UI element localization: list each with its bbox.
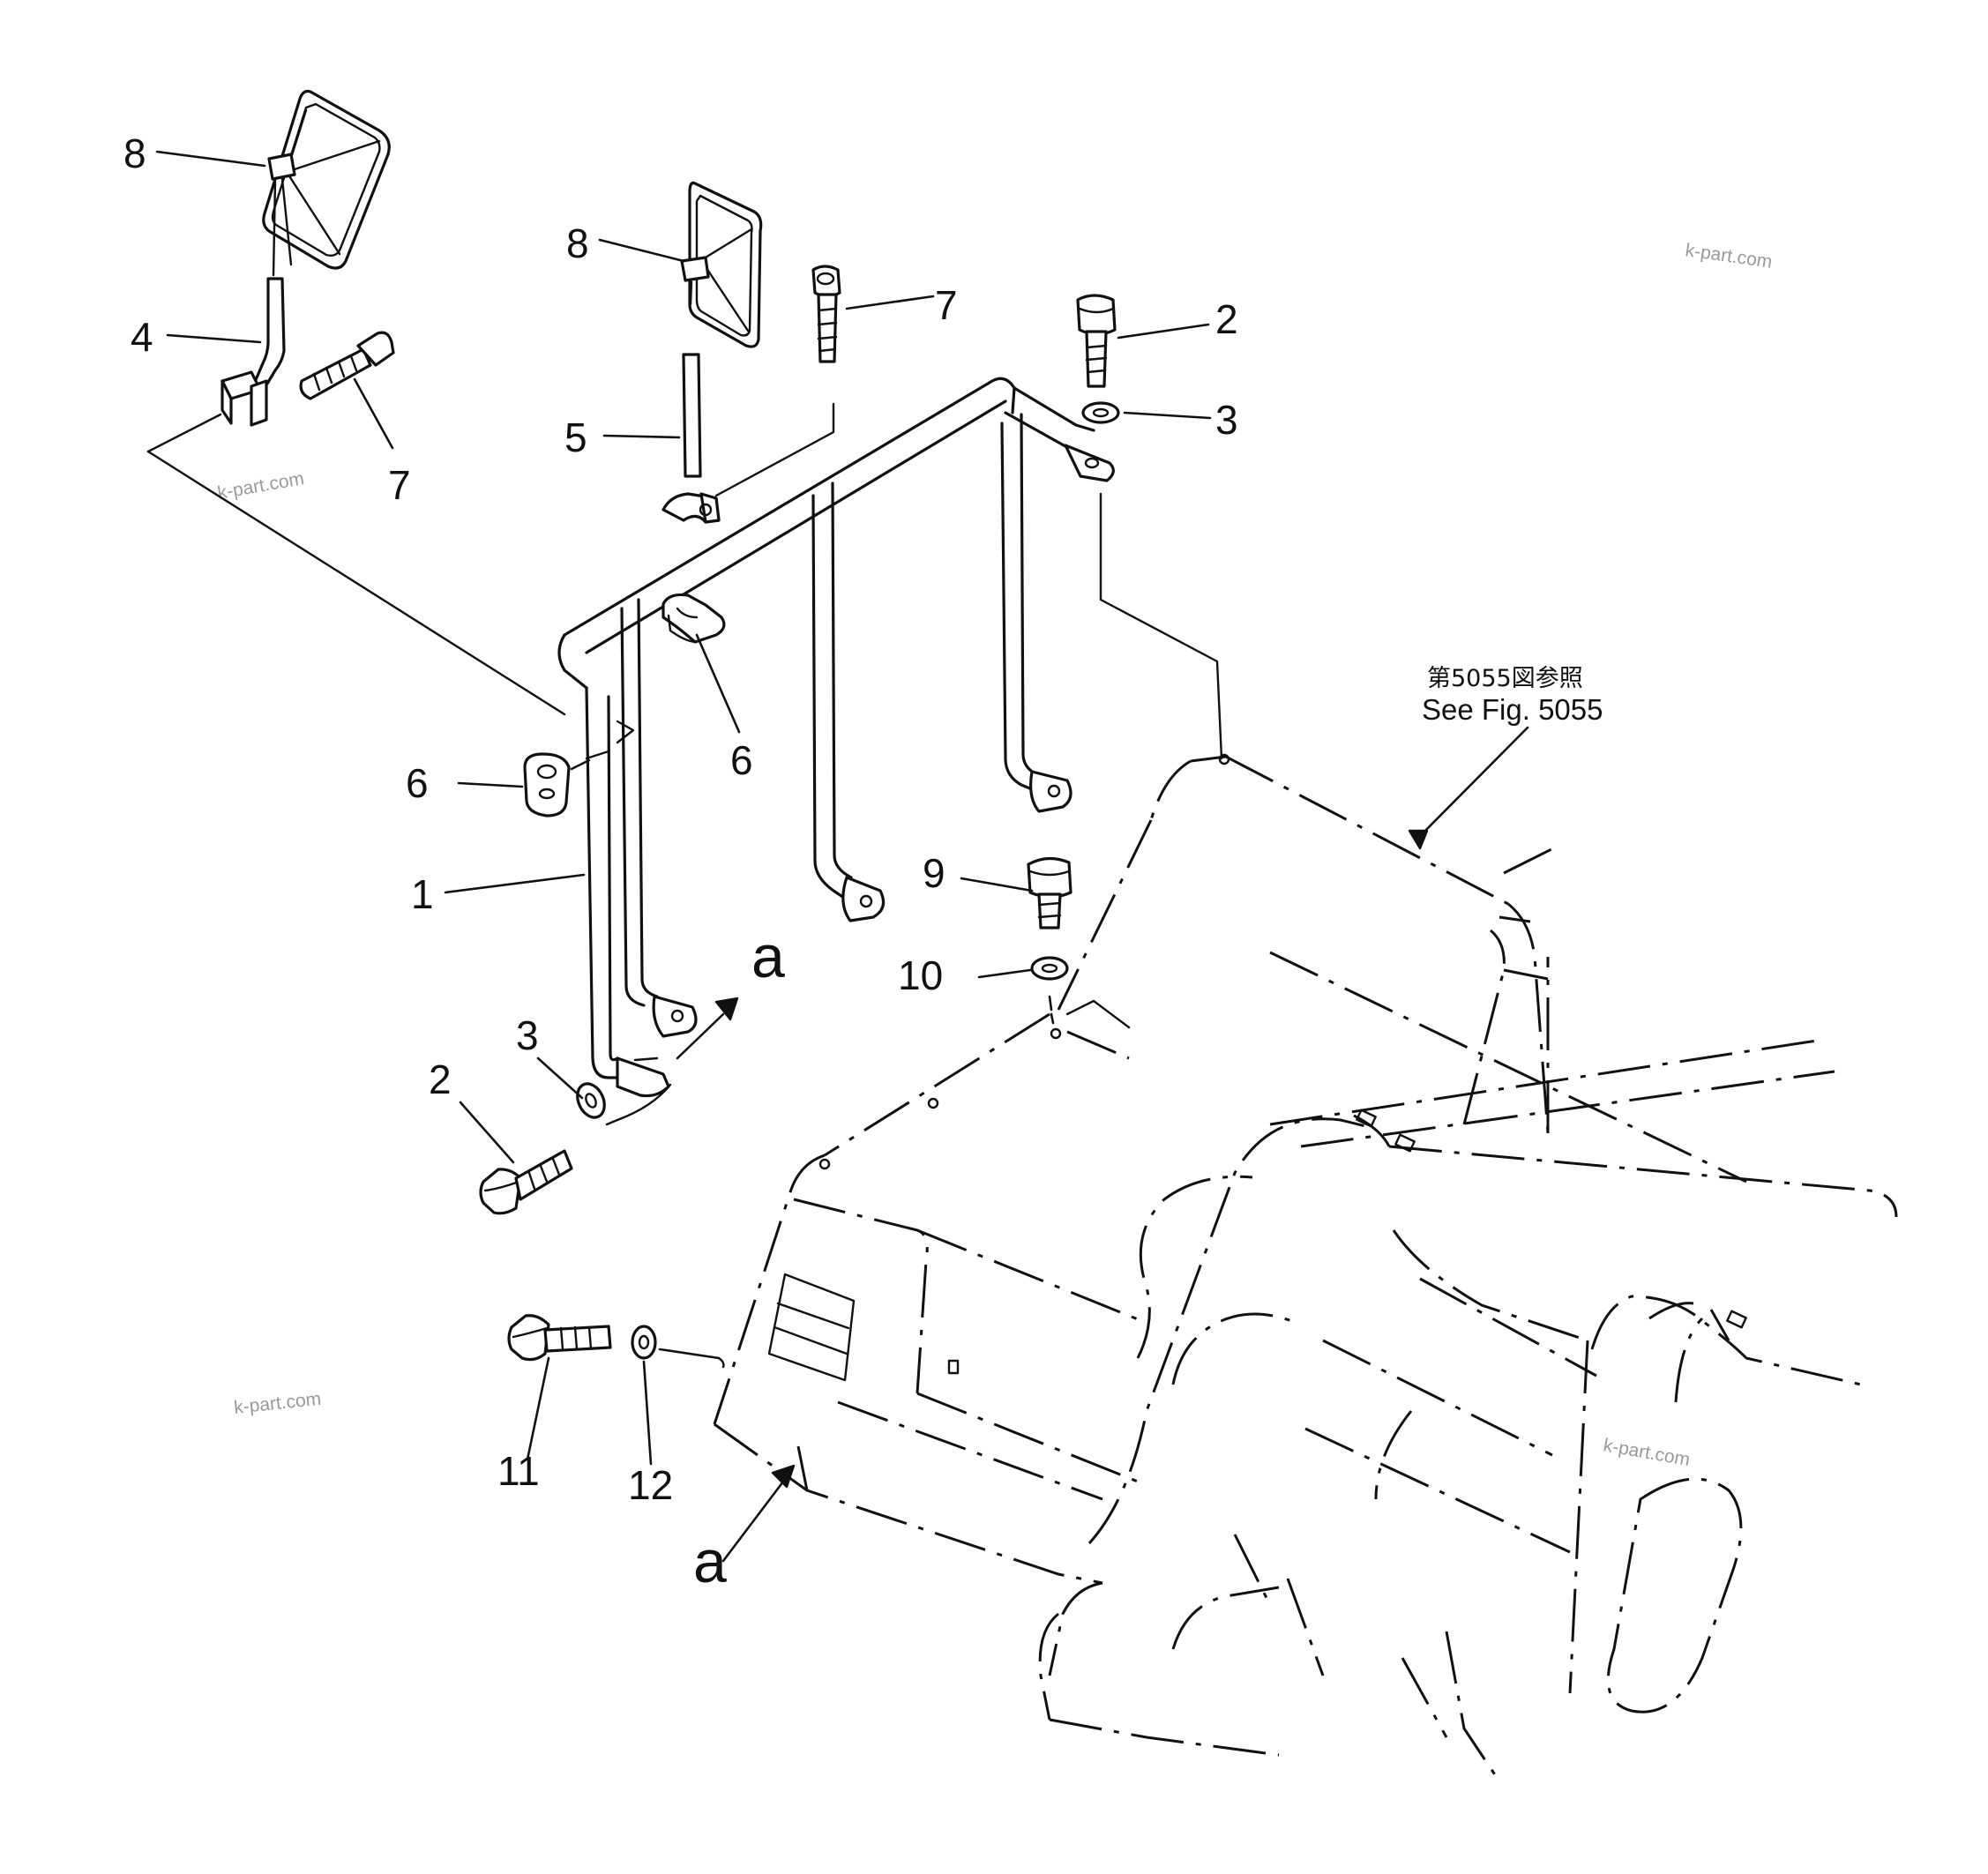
clamp-6-upper <box>661 593 726 644</box>
watermark-left-upper: k-part.com <box>216 468 306 504</box>
callout-7-middle: 7 <box>935 282 958 328</box>
watermark-right-lower: k-part.com <box>1602 1435 1692 1470</box>
cab-frame-outline <box>713 753 1898 1782</box>
callout-2-upper: 2 <box>1215 296 1238 342</box>
callout-4: 4 <box>131 314 153 360</box>
callout-labels: 8 4 7 8 5 7 2 3 6 6 1 9 10 3 2 11 12 a a <box>123 131 1238 1595</box>
callout-9: 9 <box>923 850 945 896</box>
callout-6-upper: 6 <box>730 737 753 783</box>
callout-2-lower: 2 <box>429 1056 452 1102</box>
callout-1: 1 <box>411 871 434 917</box>
washer-3-lower <box>576 1082 606 1119</box>
washer-12 <box>631 1325 725 1369</box>
callout-8-middle: 8 <box>566 220 589 266</box>
bolt-9 <box>1027 856 1072 930</box>
callout-8-left: 8 <box>123 131 146 176</box>
callout-3-upper: 3 <box>1215 397 1238 443</box>
watermark-left-lower: k-part.com <box>233 1389 322 1418</box>
mirror-middle <box>680 181 763 348</box>
callout-7-left: 7 <box>388 462 411 508</box>
handrail-frame <box>557 377 1223 1126</box>
mirror-stay-left <box>146 277 566 716</box>
washer-10 <box>1030 956 1131 1029</box>
reference-note-english: See Fig. 5055 <box>1422 693 1603 726</box>
callout-11: 11 <box>497 1448 540 1494</box>
mirror-stay-middle <box>661 353 835 524</box>
mirror-left <box>262 89 391 277</box>
callout-10: 10 <box>898 952 943 998</box>
clamp-6-left <box>523 752 591 818</box>
reference-note-japanese: 第5055図参照 <box>1427 665 1583 692</box>
reference-note: 第5055図参照 See Fig. 5055 <box>1422 665 1603 726</box>
watermark-top-right: k-part.com <box>1684 240 1773 273</box>
callout-3-lower: 3 <box>516 1012 539 1058</box>
callout-6-left: 6 <box>406 760 429 806</box>
callout-5: 5 <box>564 414 587 460</box>
leader-lines <box>155 150 1529 1563</box>
washer-3-upper <box>1081 401 1120 424</box>
bolt-11 <box>507 1314 612 1362</box>
callout-12: 12 <box>628 1462 673 1508</box>
bolt-2-upper <box>1076 294 1117 388</box>
connection-letter-a-lower: a <box>693 1528 727 1595</box>
bolt-7-middle <box>811 265 841 363</box>
bolt-2-lower <box>479 1149 573 1215</box>
bolt-7-left <box>299 331 395 400</box>
connection-letter-a-upper: a <box>751 923 785 990</box>
